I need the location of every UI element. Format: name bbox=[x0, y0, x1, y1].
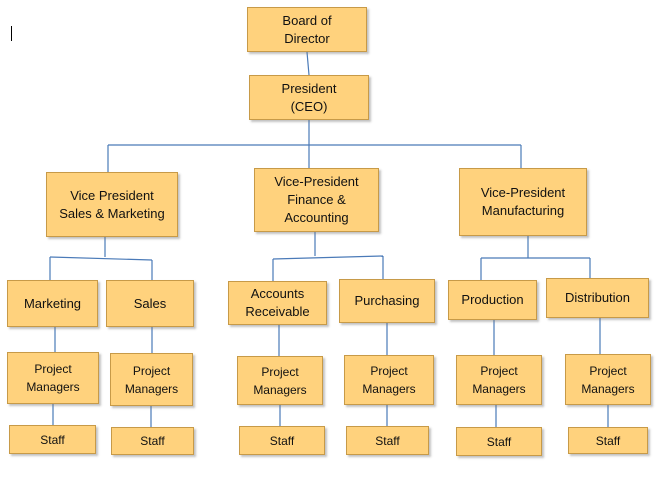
node-staff-sales: Staff bbox=[111, 427, 194, 455]
node-project-managers-distribution: Project Managers bbox=[565, 354, 651, 405]
node-sales: Sales bbox=[106, 280, 194, 327]
node-production: Production bbox=[448, 280, 537, 320]
node-accounts-receivable: Accounts Receivable bbox=[228, 281, 327, 325]
node-distribution: Distribution bbox=[546, 278, 649, 318]
connector-finance-bus bbox=[272, 255, 384, 260]
node-staff-distribution: Staff bbox=[568, 427, 648, 454]
node-staff-production: Staff bbox=[456, 427, 542, 456]
node-project-managers-sales: Project Managers bbox=[110, 353, 193, 406]
node-project-managers-accounts: Project Managers bbox=[237, 356, 323, 405]
node-staff-marketing: Staff bbox=[9, 425, 96, 454]
node-marketing: Marketing bbox=[7, 280, 98, 327]
connector-board-president bbox=[306, 51, 310, 76]
node-vp-manufacturing: Vice-President Manufacturing bbox=[459, 168, 587, 236]
node-project-managers-purchasing: Project Managers bbox=[344, 355, 434, 405]
node-vp-finance-accounting: Vice-President Finance & Accounting bbox=[254, 168, 379, 232]
node-project-managers-marketing: Project Managers bbox=[7, 352, 99, 404]
node-vp-sales-marketing: Vice President Sales & Marketing bbox=[46, 172, 178, 237]
node-staff-purchasing: Staff bbox=[346, 426, 429, 455]
node-project-managers-production: Project Managers bbox=[456, 355, 542, 405]
node-president: President (CEO) bbox=[249, 75, 369, 120]
node-staff-accounts: Staff bbox=[239, 426, 325, 455]
node-board-of-director: Board of Director bbox=[247, 7, 367, 52]
text-cursor bbox=[11, 26, 12, 41]
connector-sales-bus bbox=[49, 256, 153, 261]
node-purchasing: Purchasing bbox=[339, 279, 435, 323]
